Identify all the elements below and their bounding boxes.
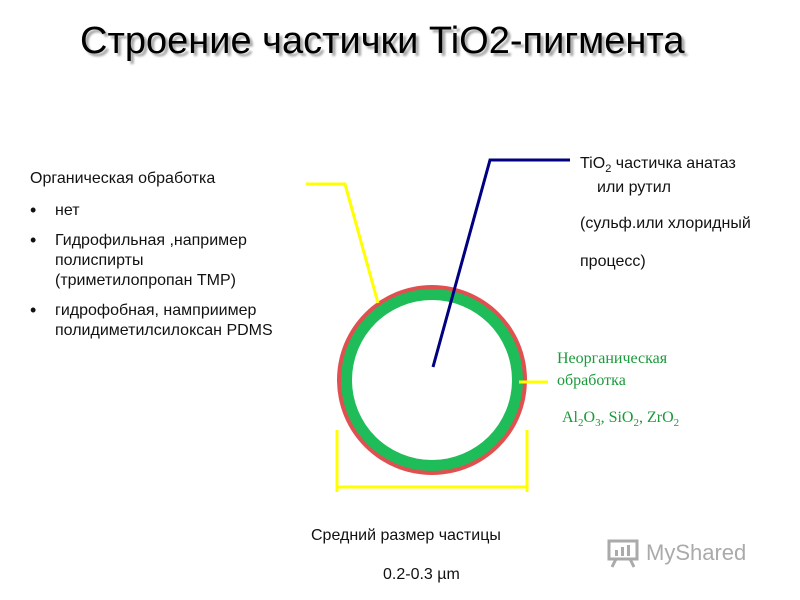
- organic-leader-line: [306, 182, 380, 304]
- inorganic-label-line1: Неорганическая: [557, 350, 668, 367]
- list-item: • Гидрофильная ,например полиспирты (три…: [30, 230, 273, 291]
- particle-core: [352, 300, 512, 460]
- oxide-text: Al: [562, 409, 578, 426]
- tio2-suffix: частичка анатаз: [611, 155, 736, 172]
- tio2-particle-label: TiO2 частичка анатаз: [580, 154, 736, 179]
- presentation-board-icon: [607, 539, 639, 568]
- watermark: MyShared: [606, 538, 746, 568]
- particle-size-label: Средний размер частицы: [311, 527, 501, 544]
- oxide-subscript: 2: [633, 417, 639, 430]
- oxide-text: O: [583, 409, 596, 426]
- tio2-subscript: 2: [605, 163, 612, 176]
- organic-item-line: гидрофобная, намприимер: [55, 302, 257, 319]
- organic-item-line: Гидрофильная ,например: [55, 232, 247, 249]
- bullet-icon: •: [30, 230, 37, 250]
- organic-treatment-heading: Органическая обработка: [30, 170, 216, 187]
- bullet-icon: •: [30, 200, 37, 220]
- organic-treatment-list: • нет • Гидрофильная ,например полиспирт…: [30, 200, 273, 351]
- oxide-subscript: 2: [578, 417, 584, 430]
- inorganic-treatment-label: Неорганическая обработка: [557, 348, 667, 392]
- organic-item-line: (триметилопропан TMP): [55, 272, 236, 289]
- tio2-particle-label-line2: или рутил: [597, 179, 671, 196]
- inorganic-label-line2: обработка: [557, 372, 626, 389]
- organic-item-line: нет: [55, 202, 80, 219]
- core-leader-line: [431, 158, 570, 368]
- tio2-process-line1: (сульф.или хлоридный: [580, 215, 751, 232]
- oxide-text: , ZrO: [638, 409, 674, 426]
- oxide-subscript: 3: [595, 417, 601, 430]
- oxide-text: , SiO: [600, 409, 634, 426]
- organic-item-line: полидиметилсилоксан PDMS: [55, 322, 273, 339]
- organic-item-line: полиспирты: [55, 252, 144, 269]
- bullet-icon: •: [30, 300, 37, 320]
- particle-size-value: 0.2-0.3 µm: [383, 566, 460, 583]
- watermark-text: MyShared: [646, 540, 747, 565]
- list-item: • гидрофобная, намприимер полидиметилсил…: [30, 300, 273, 341]
- list-item: • нет: [30, 200, 273, 221]
- page-title: Строение частички TiO2-пигмента: [80, 20, 685, 62]
- tio2-prefix: TiO: [580, 155, 606, 172]
- oxide-subscript: 2: [673, 417, 680, 430]
- tio2-process-line2: процесс): [580, 253, 646, 270]
- inorganic-oxides: Al2O3, SiO2, ZrO2: [562, 408, 679, 433]
